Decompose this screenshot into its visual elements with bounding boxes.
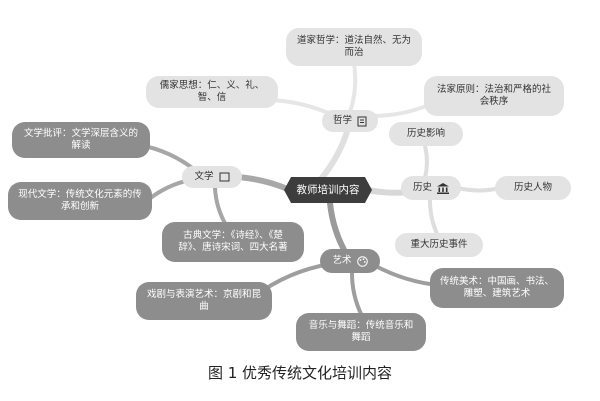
link-history-figures <box>456 186 502 193</box>
leaf-hist-figures-text: 历史人物 <box>513 182 552 193</box>
leaf-hist-influence-text: 历史影响 <box>406 128 445 139</box>
branch-literature-label: 文学 <box>194 171 214 182</box>
leaf-classical-lit-text: 古典文学：《诗经》、《楚辞》、唐诗宋词、四大名著 <box>178 230 288 253</box>
leaf-modern-lit[interactable]: 现代文学：传统文化元素的传承和创新 <box>8 182 152 220</box>
leaf-hist-events-text: 重大历史事件 <box>410 239 468 250</box>
leaf-legalism[interactable]: 法家原则：法治和严格的社会秩序 <box>424 76 564 116</box>
leaf-hist-figures[interactable]: 历史人物 <box>495 176 571 200</box>
center-node[interactable]: 教师培训内容 <box>284 177 372 203</box>
leaf-hist-influence[interactable]: 历史影响 <box>389 122 463 146</box>
link-philosophy-daoism <box>348 62 358 114</box>
branch-art-label: 艺术 <box>332 255 352 266</box>
palette-icon <box>356 255 368 267</box>
branch-literature[interactable]: 文学 <box>182 166 242 188</box>
branch-history-label: 历史 <box>412 182 432 193</box>
leaf-legalism-text: 法家原则：法治和严格的社会秩序 <box>436 84 551 107</box>
leaf-daoism[interactable]: 道家哲学：道法自然、无为而治 <box>286 28 422 66</box>
link-history-influence <box>423 144 429 180</box>
link-history-events <box>427 196 440 238</box>
leaf-opera[interactable]: 戏剧与表演艺术：京剧和昆曲 <box>136 282 272 320</box>
leaf-opera-text: 戏剧与表演艺术：京剧和昆曲 <box>146 289 261 312</box>
leaf-confucian-text: 儒家思想：仁、义、礼、智、信 <box>159 80 265 103</box>
branch-history[interactable]: 历史 <box>401 176 461 200</box>
building-icon <box>437 182 449 194</box>
leaf-music-dance[interactable]: 音乐与舞蹈：传统音乐和舞蹈 <box>296 313 426 351</box>
link-literature-classical <box>213 186 228 227</box>
branch-art[interactable]: 艺术 <box>320 249 380 273</box>
leaf-classical-lit[interactable]: 古典文学：《诗经》、《楚辞》、唐诗宋词、四大名著 <box>162 222 304 262</box>
link-art-music <box>349 270 364 318</box>
figure-caption: 图 1 优秀传统文化培训内容 <box>207 364 393 382</box>
document-icon <box>357 116 367 126</box>
branch-philosophy-label: 哲学 <box>332 115 352 126</box>
leaf-lit-criticism[interactable]: 文学批评：文学深层含义的解读 <box>12 122 150 158</box>
leaf-trad-arts-text: 传统美术：中国画、书法、雕塑、建筑艺术 <box>440 276 555 299</box>
leaf-confucian[interactable]: 儒家思想：仁、义、礼、智、信 <box>146 76 278 108</box>
leaf-modern-lit-text: 现代文学：传统文化元素的传承和创新 <box>18 189 142 212</box>
leaf-daoism-text: 道家哲学：道法自然、无为而治 <box>296 35 411 58</box>
leaf-lit-criticism-text: 文学批评：文学深层含义的解读 <box>23 128 138 151</box>
book-icon <box>219 172 229 182</box>
branch-philosophy[interactable]: 哲学 <box>322 110 378 132</box>
leaf-trad-arts[interactable]: 传统美术：中国画、书法、雕塑、建筑艺术 <box>430 268 564 308</box>
leaf-music-dance-text: 音乐与舞蹈：传统音乐和舞蹈 <box>308 320 414 343</box>
leaf-hist-events[interactable]: 重大历史事件 <box>395 233 483 257</box>
center-label: 教师培训内容 <box>296 184 360 196</box>
